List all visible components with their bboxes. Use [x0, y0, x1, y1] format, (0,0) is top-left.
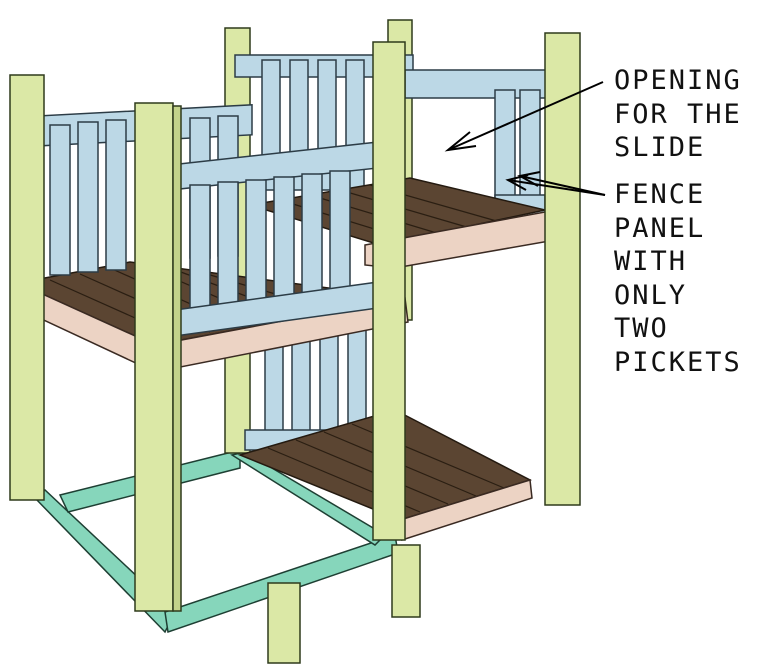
fence-panel-two-pickets: [494, 89, 546, 218]
fence-front-pickets: [189, 170, 351, 311]
annotation-line: SLIDE: [614, 132, 706, 163]
post-stub-front: [267, 582, 301, 664]
arrow-fence-panel: [505, 171, 606, 196]
post-front-center-side: [172, 105, 182, 612]
annotation-line: PICKETS: [614, 346, 742, 378]
annotation-line: PANEL: [614, 212, 706, 244]
annotation-line: FOR THE: [614, 98, 742, 130]
annotation-line: ONLY: [614, 279, 688, 311]
annotation-fence-panel: FENCE PANEL WITH ONLY TWO PICKETS: [614, 178, 742, 379]
arrow-opening: [444, 81, 604, 152]
annotation-line: OPENING: [614, 65, 742, 96]
annotation-opening: OPENING FOR THE SLIDE: [614, 64, 742, 165]
annotation-line: WITH: [614, 246, 688, 277]
post-front-left: [9, 74, 45, 501]
post-right: [544, 32, 581, 506]
annotation-line: TWO: [614, 313, 669, 344]
post-front-right-inner: [372, 41, 406, 541]
annotation-line: FENCE: [614, 179, 706, 210]
post-stub-right: [391, 544, 421, 618]
post-front-center: [134, 102, 174, 612]
